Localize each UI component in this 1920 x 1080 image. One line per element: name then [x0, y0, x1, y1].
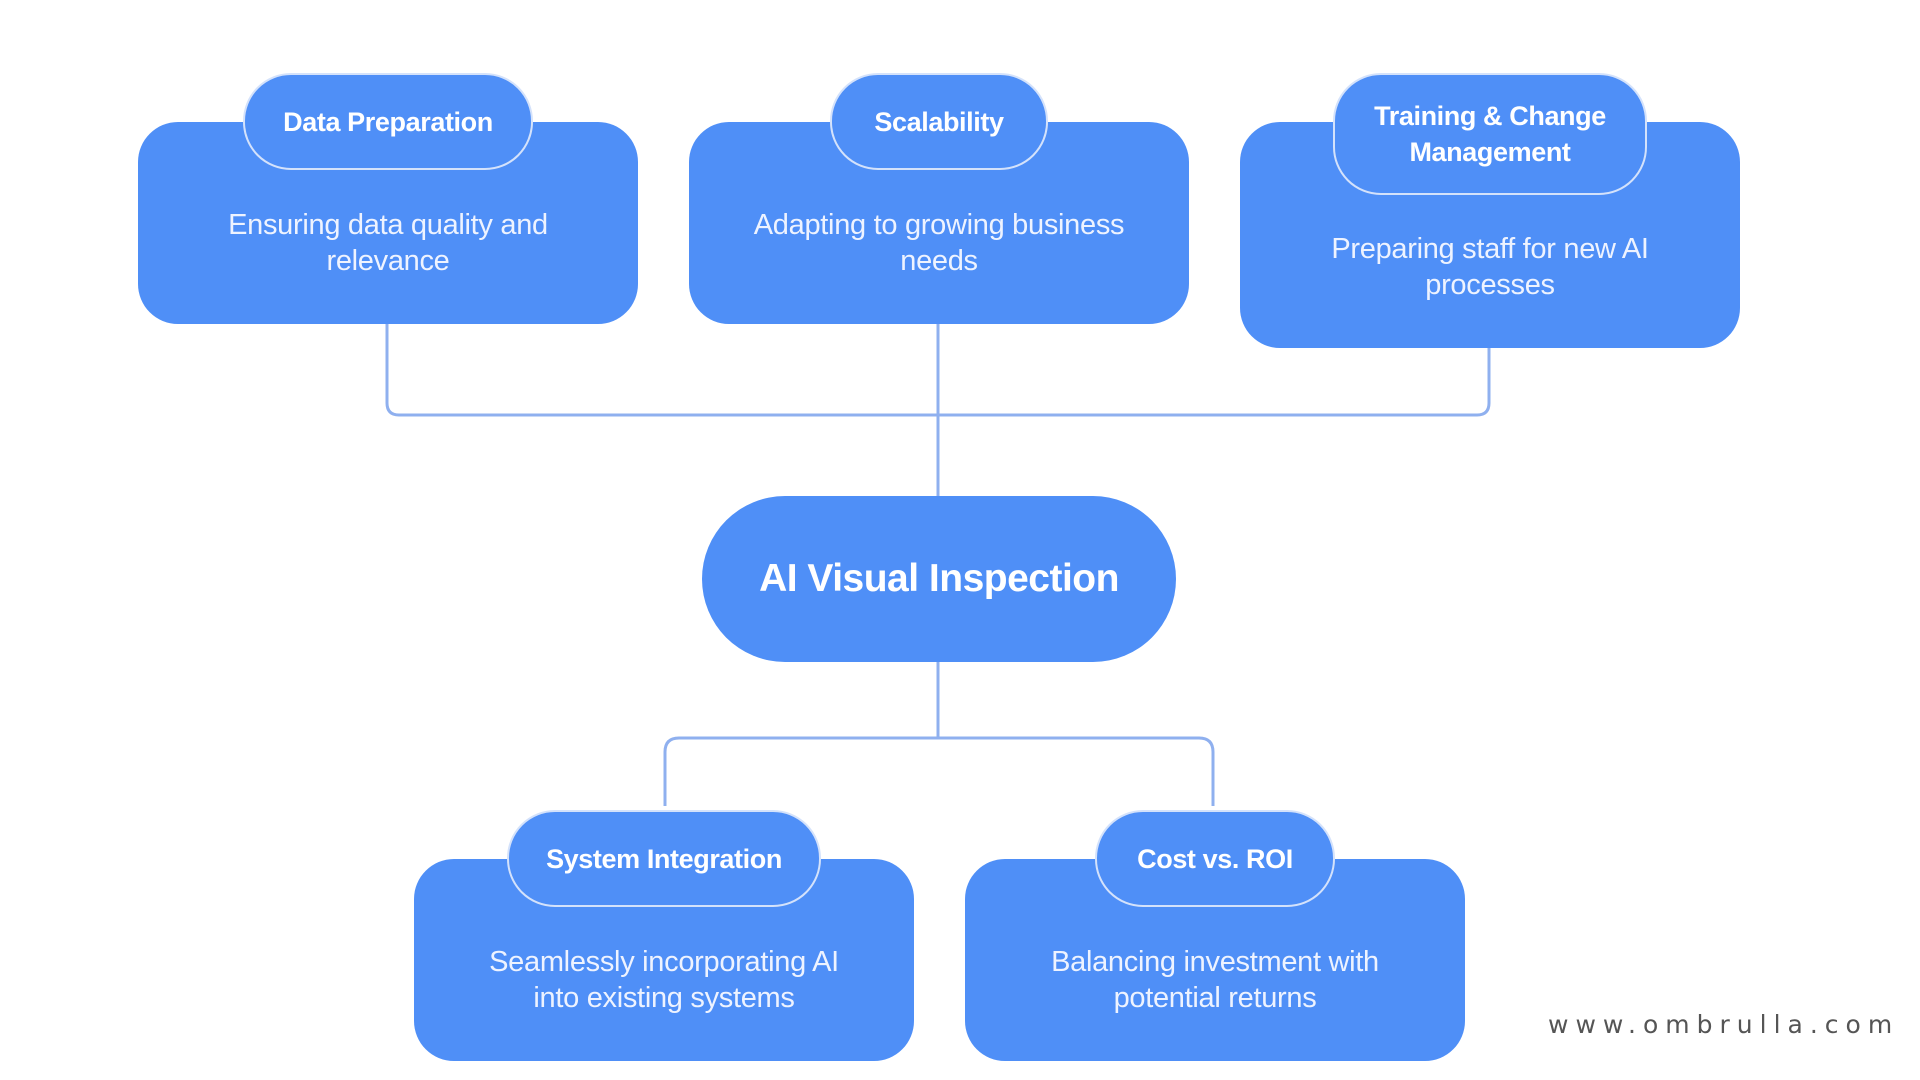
- node-description: Adapting to growing business needs: [753, 209, 1125, 277]
- node-title-training-change-management: Training & Change Management: [1333, 73, 1647, 195]
- node-title-data-preparation: Data Preparation: [243, 73, 533, 170]
- node-data-preparation: Ensuring data quality and relevance: [138, 122, 638, 324]
- connector-cost-roi: [938, 736, 1215, 806]
- node-title-scalability: Scalability: [830, 73, 1048, 170]
- node-title-system-integration: System Integration: [507, 810, 821, 907]
- connector-data-preparation: [385, 322, 938, 417]
- connector-system-integration: [663, 736, 938, 806]
- node-description: Seamlessly incorporating AI into existin…: [489, 946, 839, 1014]
- node-description: Ensuring data quality and relevance: [228, 209, 548, 277]
- node-description: Balancing investment with potential retu…: [1051, 946, 1379, 1014]
- center-node-ai-visual-inspection: AI Visual Inspection: [702, 496, 1176, 662]
- node-title-cost-vs-roi: Cost vs. ROI: [1095, 810, 1335, 907]
- connector-training: [938, 346, 1491, 417]
- node-description: Preparing staff for new AI processes: [1331, 233, 1649, 301]
- watermark-url: www.ombrulla.com: [1548, 1010, 1900, 1039]
- node-system-integration: Seamlessly incorporating AI into existin…: [414, 859, 914, 1061]
